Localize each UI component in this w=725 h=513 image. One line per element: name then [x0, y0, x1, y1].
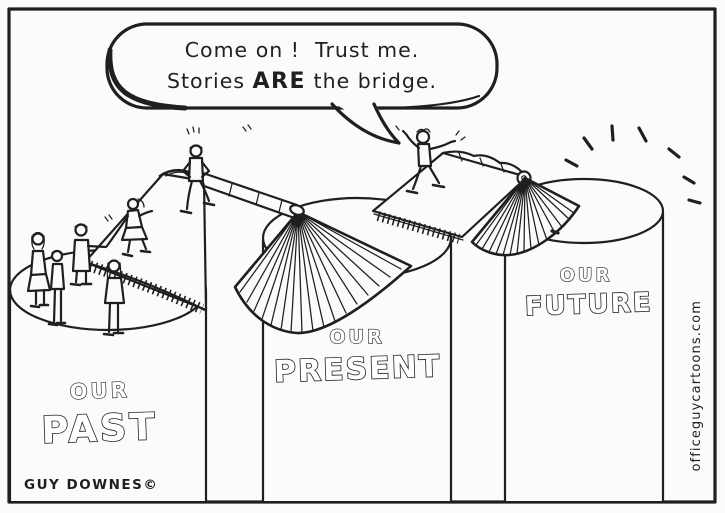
climbing-figure — [104, 197, 154, 258]
cartoon-frame — [7, 7, 717, 504]
emphasis-marks — [395, 125, 466, 141]
present-pillar-label-present: PRESENT — [273, 349, 441, 390]
speech-line-1: Come on ! Trust me. — [184, 37, 420, 62]
website-credit: officeguycartoons.com — [689, 300, 704, 472]
book-bridge-present-future — [371, 150, 581, 257]
book-page-fan — [233, 210, 413, 335]
pillar-labels: OUR PAST OUR PRESENT OUR FUTURE — [40, 264, 654, 452]
crowd-figures — [26, 223, 126, 337]
future-pillar-label-our: OUR — [560, 265, 613, 286]
speech-bubble-tail — [330, 102, 401, 145]
crowd-woman — [26, 231, 52, 309]
present-pillar-label-our: OUR — [329, 326, 384, 348]
speech-bubble-text: Come on ! Trust me. Stories ARE the brid… — [112, 29, 492, 105]
crowd-child — [47, 249, 67, 327]
leader-figure — [179, 124, 252, 215]
crowd-person — [102, 259, 126, 337]
emphasis-marks — [186, 124, 252, 135]
speech-line-2: Stories ARE the bridge. — [167, 69, 437, 95]
book-page-edges — [376, 211, 461, 244]
speech-bubble — [105, 22, 499, 145]
emphasis-marks — [104, 214, 113, 222]
crowd-man — [69, 223, 108, 287]
past-pillar-label-our: OUR — [69, 378, 130, 404]
speech-emphasis-word: ARE — [252, 69, 307, 95]
book-plank — [198, 170, 302, 222]
speaker-figure — [395, 125, 466, 195]
book-spine — [441, 150, 524, 174]
future-pillar-label-future: FUTURE — [524, 288, 652, 322]
sunburst-rays-icon — [564, 124, 702, 205]
past-pillar-label-past: PAST — [41, 405, 159, 452]
artist-signature: GUY DOWNES© — [24, 477, 159, 493]
